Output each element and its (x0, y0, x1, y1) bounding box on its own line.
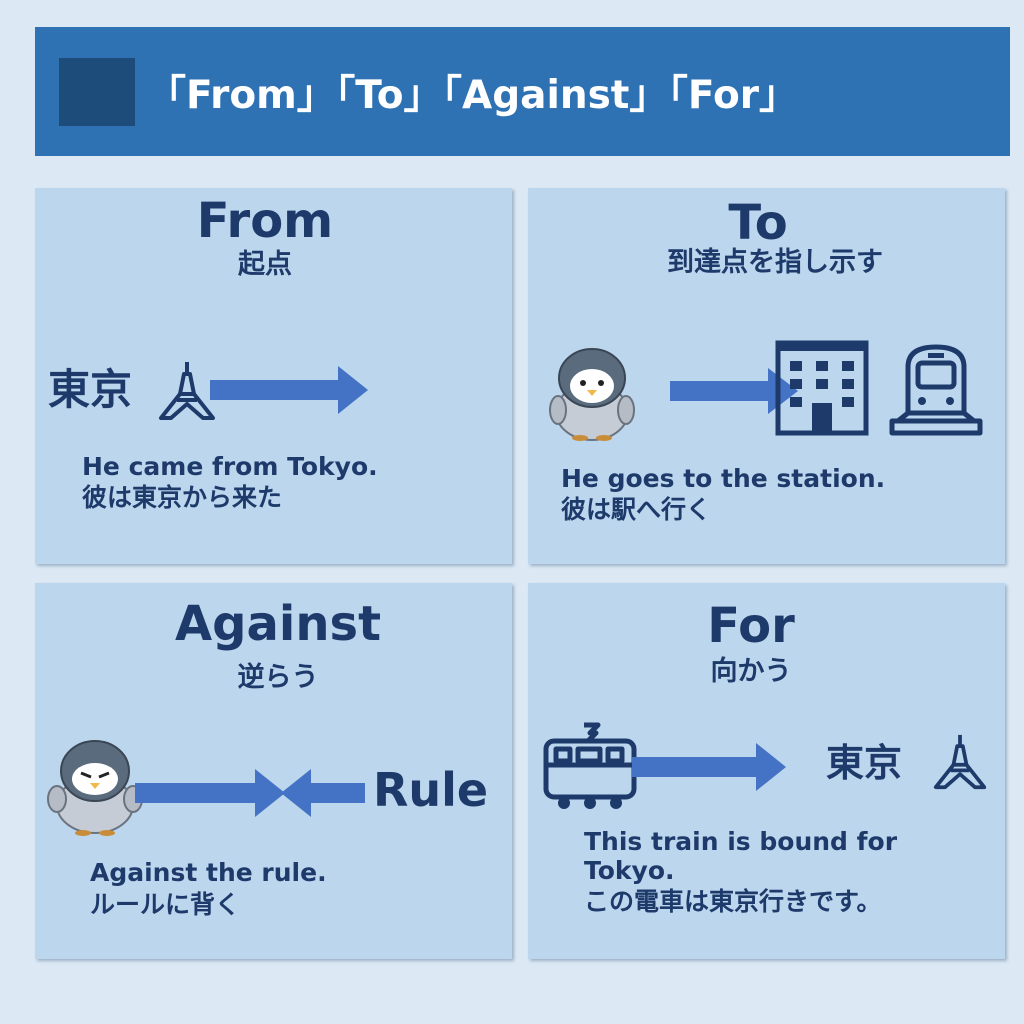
panel-subtitle: 起点 (238, 249, 292, 280)
arrow-right-icon (135, 769, 285, 817)
panel-subtitle: 向かう (710, 656, 792, 687)
train-icon (889, 344, 983, 436)
example-japanese: この電車は東京行きです。 (584, 887, 882, 916)
panel-heading: From (196, 193, 334, 249)
panel-from: From 起点 東京 He came from Tokyo. 彼は東京から来た (35, 188, 512, 564)
example-english: He goes to the station. (561, 464, 886, 493)
arrow-right-icon (210, 366, 368, 414)
panel-subtitle: 逆らう (237, 662, 319, 693)
place-label-tokyo: 東京 (826, 741, 903, 785)
arrow-right-icon (670, 368, 798, 414)
building-icon (775, 340, 869, 436)
rule-label: Rule (373, 763, 489, 817)
tokyo-tower-icon (159, 362, 215, 420)
arrow-right-icon (632, 743, 786, 791)
example-english: He came from Tokyo. (82, 452, 378, 481)
panel-for: For 向かう 東京 This train is bound for Tokyo… (528, 583, 1005, 959)
panel-heading: Against (174, 596, 382, 652)
tram-icon (543, 722, 637, 809)
example-english: This train is bound for Tokyo. (584, 827, 898, 885)
place-label-tokyo: 東京 (48, 365, 133, 414)
penguin-icon (549, 348, 635, 441)
example-japanese: ルールに背く (90, 890, 241, 919)
tokyo-tower-icon (933, 734, 987, 790)
panel-against: Against 逆らう Rule Against the rule. ルールに背… (35, 583, 512, 959)
arrow-left-icon (281, 769, 365, 817)
panel-heading: To (728, 195, 788, 251)
panel-heading: For (707, 598, 795, 654)
example-english: Against the rule. (90, 858, 327, 887)
banner-square (59, 58, 135, 126)
page-title: 「From」「To」「Against」「For」 (147, 72, 799, 118)
angry-penguin-icon (47, 740, 143, 836)
example-japanese: 彼は駅へ行く (561, 495, 712, 524)
example-japanese: 彼は東京から来た (82, 483, 283, 512)
title-banner: 「From」「To」「Against」「For」 (35, 27, 1010, 156)
panel-to: To 到達点を指し示す He g (528, 188, 1005, 564)
panel-subtitle: 到達点を指し示す (667, 247, 883, 278)
